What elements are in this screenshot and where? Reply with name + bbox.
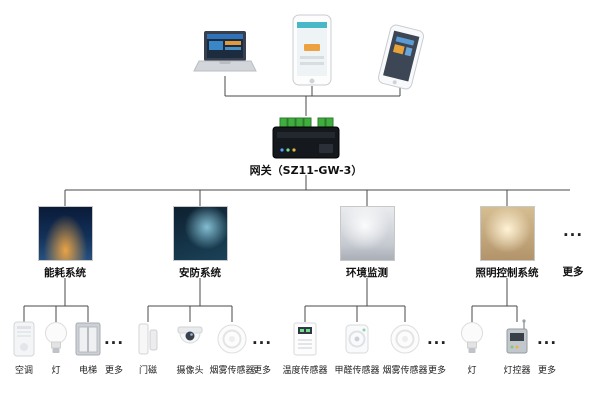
- city-night-photo: [37, 206, 93, 261]
- subsystem-security: 安防系统: [165, 206, 235, 280]
- temperature-sensor-icon: [291, 316, 319, 362]
- device-door-contact: 门磁: [120, 316, 176, 376]
- light-bulb-icon: [43, 316, 69, 362]
- dome-camera-icon: [174, 316, 206, 362]
- device-smoke-sensor-2: 烟雾传感器: [377, 316, 433, 376]
- device-dome-camera: 摄像头: [162, 316, 218, 376]
- tablet-phone-icon: [292, 14, 332, 86]
- gateway-label: 网关（SZ11-GW-3）: [249, 164, 363, 177]
- subsystem-environment-label: 环境监测: [346, 267, 388, 279]
- device-more-security: ... 更多: [251, 330, 273, 377]
- elevator-icon: [74, 316, 102, 362]
- door-contact-icon: [135, 316, 161, 362]
- smartphone-icon: [376, 23, 426, 92]
- subsystem-lighting-label: 照明控制系统: [475, 267, 539, 279]
- laptop-icon: [193, 30, 257, 76]
- device-light-bulb-2: 灯: [444, 316, 500, 376]
- device-light-controller: 灯控器: [489, 316, 545, 376]
- device-elevator: 电梯: [60, 316, 116, 376]
- subsystem-energy: 能耗系统: [30, 206, 100, 280]
- device-air-conditioner: 空调: [0, 316, 52, 376]
- subsystem-security-label: 安防系统: [179, 267, 221, 279]
- device-more-lighting: ... 更多: [536, 330, 558, 377]
- ellipsis-icon: ...: [103, 330, 125, 348]
- device-formaldehyde-sensor: 甲醛传感器: [329, 316, 385, 376]
- more-branch-label: 更多: [562, 266, 584, 278]
- light-controller-icon: [502, 316, 532, 362]
- formaldehyde-sensor-icon: [343, 316, 371, 362]
- more-branch-ellipsis: ...: [562, 222, 584, 240]
- device-more-environment: ... 更多: [426, 330, 448, 377]
- ellipsis-icon: ...: [426, 330, 448, 348]
- environment-photo: [339, 206, 395, 261]
- smoke-sensor-icon: [388, 316, 422, 362]
- subsystem-environment: 环境监测: [332, 206, 402, 280]
- subsystem-lighting: 照明控制系统: [472, 206, 542, 280]
- light-bulb-icon: [459, 316, 485, 362]
- security-photo: [172, 206, 228, 261]
- air-conditioner-icon: [11, 316, 37, 362]
- device-more-energy: ... 更多: [103, 330, 125, 377]
- subsystem-energy-label: 能耗系统: [44, 267, 86, 279]
- smoke-sensor-icon: [215, 316, 249, 362]
- ellipsis-icon: ...: [251, 330, 273, 348]
- lighting-photo: [479, 206, 535, 261]
- ellipsis-icon: ...: [536, 330, 558, 348]
- device-light-bulb: 灯: [28, 316, 84, 376]
- device-smoke-sensor: 烟雾传感器: [204, 316, 260, 376]
- gateway-device-icon: [271, 116, 341, 160]
- device-temperature-sensor: 温度传感器: [277, 316, 333, 376]
